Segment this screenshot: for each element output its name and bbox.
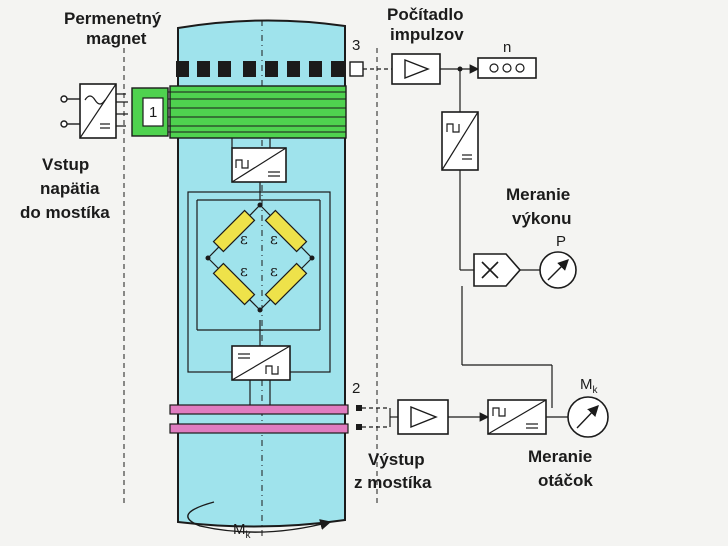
input-label-line2: napätia: [40, 179, 100, 198]
counter-amplifier: [391, 53, 441, 85]
rotation-arrow: [187, 501, 332, 533]
strain-label-4: ε: [270, 262, 278, 280]
input-label-line3: do mostíka: [20, 203, 110, 222]
output-converter: [487, 399, 547, 435]
strain-gauge-bridge: [205, 202, 315, 313]
shaft: [177, 19, 346, 540]
output-label-line1: Výstup: [368, 450, 425, 469]
power-p-label: P: [556, 233, 566, 250]
input-terminals: [60, 95, 68, 128]
output-amplifier: [397, 399, 449, 435]
torque-meter-label: Mk: [580, 376, 599, 396]
input-converter-block: [79, 83, 117, 139]
magnet-label-line1: Permenetný: [64, 9, 162, 28]
strain-label-2: ε: [270, 230, 278, 248]
torque-meter-gauge: [567, 396, 609, 438]
rotor-wiring: [187, 138, 331, 405]
counter-label-line1: Počítadlo: [387, 5, 464, 24]
power-meter-gauge: [539, 251, 577, 289]
multiplier-block: [473, 253, 522, 287]
permanent-magnet-teeth: [176, 61, 344, 77]
magnet-label-line2: magnet: [86, 29, 147, 48]
excitation-coil: [116, 85, 347, 139]
rotor-converter-top: [231, 147, 287, 183]
torque-shaft-label: Mk: [233, 521, 252, 541]
speed-label-line2: otáčok: [538, 471, 593, 490]
output-label-line2: z mostíka: [354, 473, 432, 492]
speed-label-line1: Meranie: [528, 447, 592, 466]
rotor-converter-bottom: [231, 345, 291, 381]
strain-label-1: ε: [240, 230, 248, 248]
coil-number: 1: [149, 104, 157, 121]
pickup-2-number: 2: [352, 380, 360, 397]
transmission-rings: [169, 404, 349, 434]
input-label-line1: Vstup: [42, 155, 89, 174]
strain-label-3: ε: [240, 262, 248, 280]
pickup-sensor-3: [349, 61, 364, 77]
pickup-sensor-2: [356, 405, 362, 430]
counter-n-label: n: [503, 39, 511, 56]
pickup-3-number: 3: [352, 37, 360, 54]
power-label-line2: výkonu: [512, 209, 572, 228]
counter-label-line2: impulzov: [390, 25, 464, 44]
frequency-converter: [441, 111, 479, 171]
pulse-counter-display: [477, 57, 537, 79]
power-label-line1: Meranie: [506, 185, 570, 204]
